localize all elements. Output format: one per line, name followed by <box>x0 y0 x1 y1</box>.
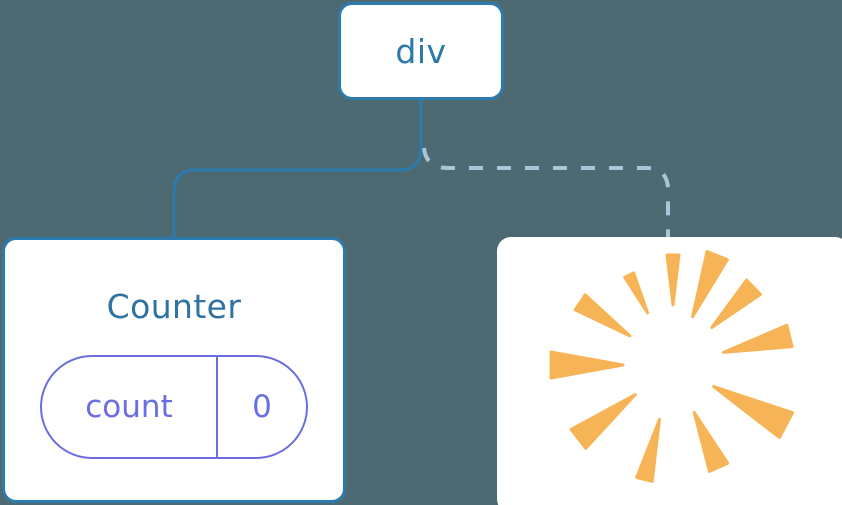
burst-ray-3 <box>573 293 632 338</box>
burst-ray-1 <box>665 253 681 307</box>
burst-ray-5 <box>569 393 637 450</box>
node-div-label: div <box>395 31 447 71</box>
burst-ray-10 <box>710 278 762 329</box>
state-pill-key: count <box>42 357 218 457</box>
node-loading[interactable] <box>497 237 842 505</box>
connector-div-to-loading <box>422 147 670 237</box>
state-pill-value: 0 <box>252 388 272 425</box>
connector-div-to-counter <box>172 98 423 239</box>
node-counter-label: Counter <box>106 287 242 326</box>
sparkle-burst-icon <box>549 250 795 483</box>
node-counter[interactable]: Counter count 0 <box>2 237 346 503</box>
burst-ray-4 <box>549 350 625 380</box>
node-div[interactable]: div <box>338 2 504 100</box>
burst-ray-0 <box>691 250 729 319</box>
burst-ray-2 <box>623 271 650 315</box>
burst-ray-7 <box>692 411 730 473</box>
state-pill-count[interactable]: count 0 <box>40 355 308 459</box>
burst-ray-8 <box>712 385 795 439</box>
burst-ray-6 <box>635 417 661 483</box>
burst-ray-9 <box>722 323 794 354</box>
